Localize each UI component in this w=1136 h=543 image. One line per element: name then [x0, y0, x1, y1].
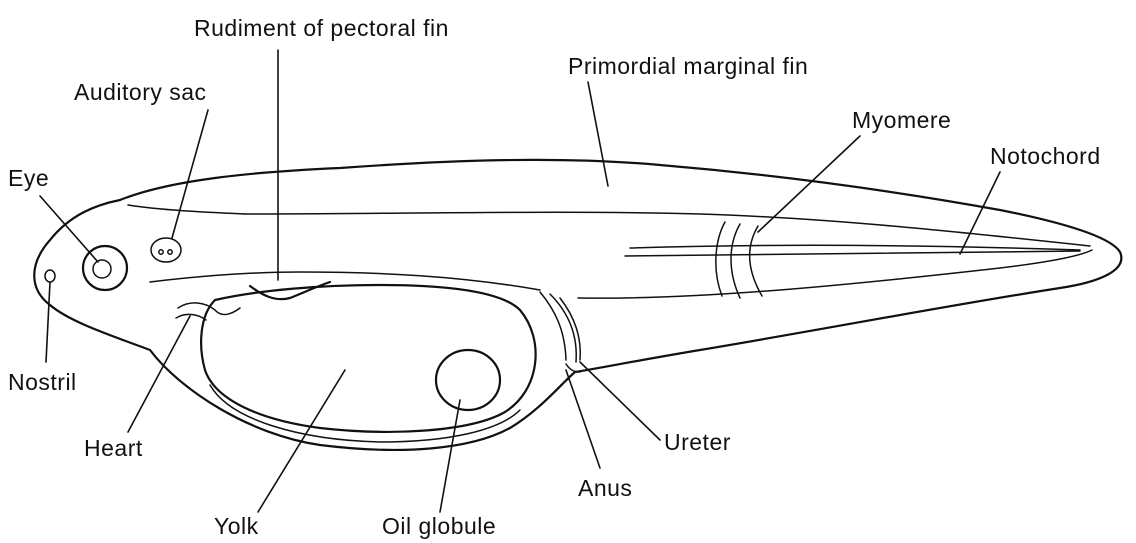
notochord-line	[630, 245, 1080, 250]
trunk-line	[150, 272, 540, 290]
leader-anus	[566, 370, 600, 468]
leader-heart	[128, 316, 190, 432]
yolk-sac	[201, 285, 535, 432]
label-myomere: Myomere	[852, 107, 951, 133]
vent-region	[540, 292, 566, 360]
leader-ureter	[580, 362, 660, 440]
pectoral-fin-rudiment	[250, 282, 330, 299]
notochord-lower-line	[625, 251, 1080, 256]
leader-nostril	[46, 282, 50, 362]
leader-notochord	[960, 172, 1000, 254]
label-anus: Anus	[578, 475, 632, 501]
leader-oil-globule	[440, 400, 460, 512]
nostril-shape	[45, 270, 55, 282]
label-heart: Heart	[84, 435, 143, 461]
myomeres	[716, 222, 762, 298]
eye-inner	[93, 260, 111, 278]
label-auditory-sac: Auditory sac	[74, 79, 207, 105]
body-ventral-line	[578, 250, 1092, 298]
body-dorsal-line	[245, 212, 1090, 246]
leader-myomere	[758, 136, 860, 232]
label-eye: Eye	[8, 165, 49, 191]
label-nostril: Nostril	[8, 369, 77, 395]
leader-primordial	[588, 82, 608, 186]
leader-eye	[40, 196, 98, 262]
oil-globule-shape	[436, 350, 500, 410]
label-rudiment-pectoral-fin: Rudiment of pectoral fin	[194, 15, 449, 41]
labels: Rudiment of pectoral fin Primordial marg…	[8, 15, 1101, 539]
label-primordial-marginal-fin: Primordial marginal fin	[568, 53, 808, 79]
leader-auditory	[172, 110, 208, 238]
label-ureter: Ureter	[664, 429, 731, 455]
label-yolk: Yolk	[214, 513, 259, 539]
auditory-sac-shape	[151, 238, 181, 262]
leader-yolk	[258, 370, 345, 512]
label-oil-globule: Oil globule	[382, 513, 496, 539]
head-dorsal-line	[128, 205, 245, 214]
label-notochord: Notochord	[990, 143, 1101, 169]
